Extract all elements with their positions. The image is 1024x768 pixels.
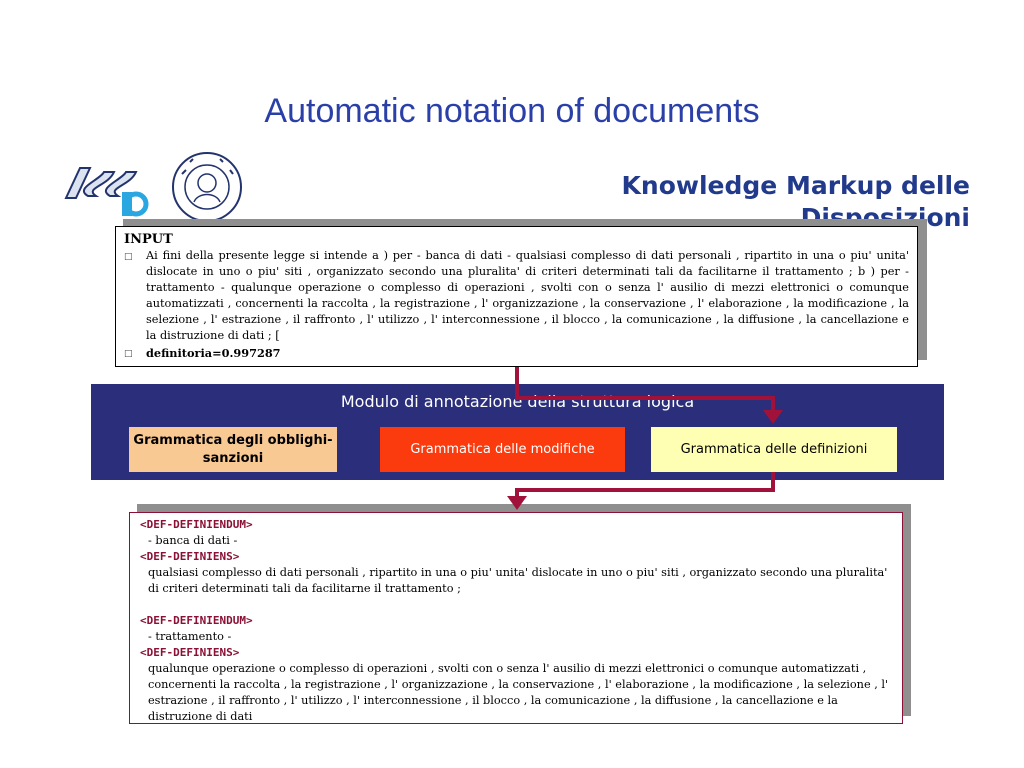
km-title-line-1: Knowledge Markup delle (621, 171, 970, 200)
grammar-obligations-box: Grammatica degli obblighi-sanzioni (129, 427, 337, 472)
arrowhead-definitions-icon (763, 410, 783, 424)
definiens-text: qualunque operazione o complesso di oper… (148, 662, 889, 723)
definiens-tag: <DEF-DEFINIENS> (140, 550, 240, 563)
definition-score: definitoria=0.997287 (146, 345, 281, 360)
definiendum-text: - trattamento - (148, 630, 232, 643)
input-paragraph: Ai fini della presente legge si intende … (146, 249, 909, 343)
iss-logo-icon (64, 167, 149, 217)
annotation-module-band: Modulo di annotazione della struttura lo… (91, 384, 944, 480)
definiendum-tag: <DEF-DEFINIENDUM> (140, 614, 253, 627)
arrow-input-to-definitions (515, 367, 775, 412)
input-label: INPUT (124, 232, 173, 247)
definiens-tag: <DEF-DEFINIENS> (140, 646, 240, 659)
input-box: INPUT □ Ai fini della presente legge si … (115, 226, 918, 367)
grammar-modifications-box: Grammatica delle modifiche (380, 427, 625, 472)
slide-title: Automatic notation of documents (264, 92, 760, 130)
definiendum-tag: <DEF-DEFINIENDUM> (140, 518, 253, 531)
definiendum-text: - banca di dati - (148, 534, 238, 547)
bullet-square-icon: □ (124, 252, 133, 262)
output-box: <DEF-DEFINIENDUM> - banca di dati - <DEF… (129, 512, 903, 724)
bullet-square-icon: □ (124, 348, 133, 359)
definiens-text: qualsiasi complesso di dati personali , … (148, 566, 888, 595)
arrowhead-output-icon (507, 496, 527, 510)
grammar-definitions-box: Grammatica delle definizioni (651, 427, 897, 472)
arrow-definitions-to-output (515, 472, 775, 498)
